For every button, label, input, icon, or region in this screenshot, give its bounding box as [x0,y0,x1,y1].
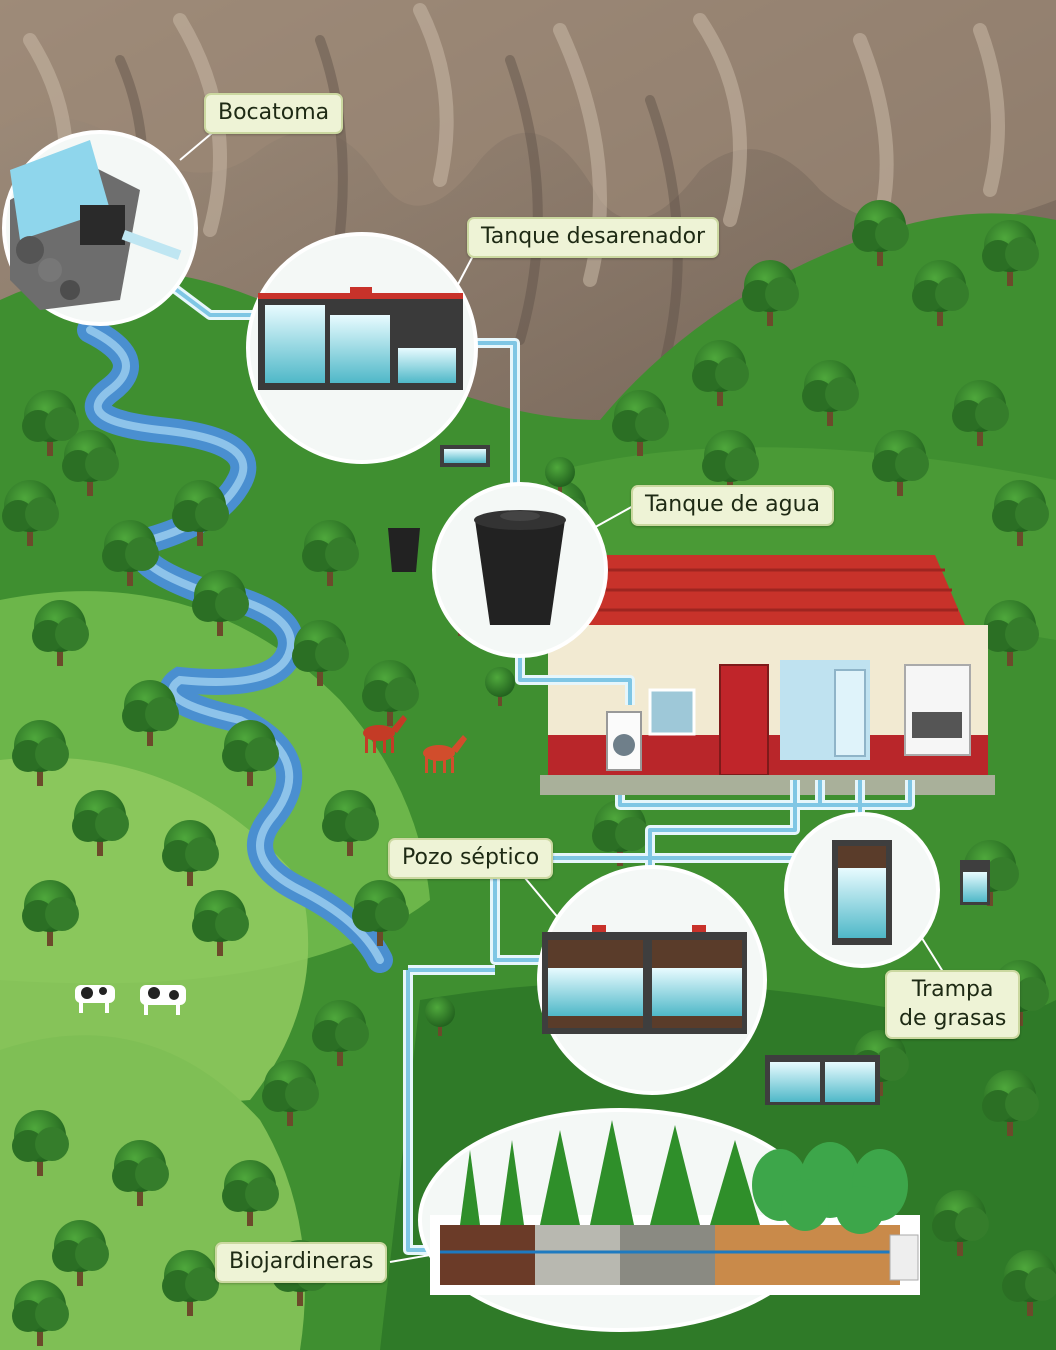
bocatoma-circle [2,130,198,326]
small-tanks [388,445,990,1105]
label-trampa-grasas: Trampa de grasas [885,970,1021,1040]
house [540,555,995,795]
river-highlight [86,326,384,964]
label-biojardineras: Biojardineras [215,1242,388,1283]
label-tanque-agua: Tanque de agua [631,485,835,526]
label-bocatoma: Bocatoma [204,93,344,134]
label-pozo-septico: Pozo séptico [388,838,554,879]
horses [363,715,467,773]
label-tanque-desarenador: Tanque desarenador [467,217,720,258]
trampa-grasas-circle [784,812,940,968]
cows [75,985,186,1015]
biojardineras-bed [418,1108,920,1332]
tanque-agua-circle [432,482,608,658]
desarenador-circle [246,232,478,464]
pozo-septico-circle [537,865,767,1095]
label-trampa-grasas-line1: Trampa [911,977,994,1002]
leader-lines [179,127,946,1263]
label-trampa-grasas-line2: de grasas [899,1005,1007,1031]
